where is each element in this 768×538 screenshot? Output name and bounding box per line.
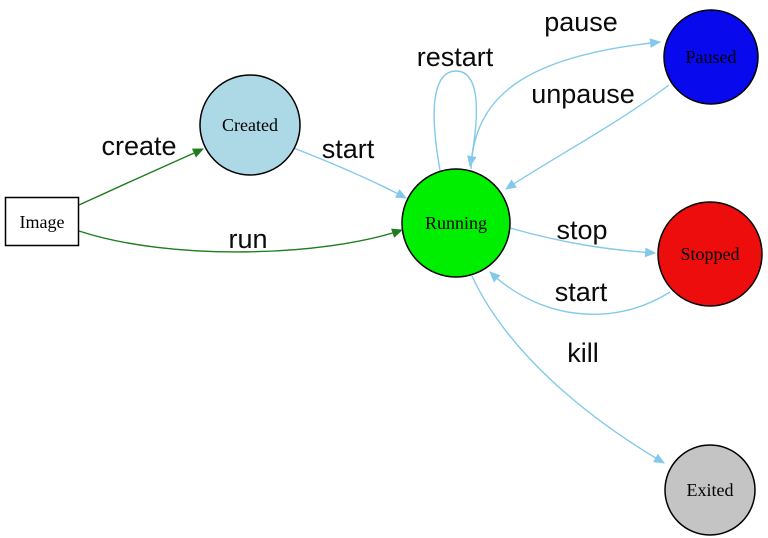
edge-create-label: create [101,131,176,161]
node-stopped-label: Stopped [680,244,739,264]
edge-stop-label: stop [556,215,607,245]
node-running-label: Running [425,213,487,233]
edge-pause-line [470,38,662,170]
node-exited-label: Exited [687,480,734,500]
edge-start-stopped-to-running: start [489,271,671,316]
edge-restart-label: restart [417,42,494,72]
edge-run: run [78,224,404,254]
edge-stop-line [509,227,657,258]
edge-kill-label: kill [567,338,599,368]
node-image: Image [4,196,80,247]
node-running-shape [401,168,511,278]
edge-restart-self-loop: restart [417,42,494,171]
node-created-label: Created [222,115,278,135]
node-image-shape [4,196,80,247]
node-paused-label: Paused [686,47,737,67]
edge-unpause-label: unpause [531,79,635,109]
edge-start-stopped-label: start [555,277,608,307]
node-created-shape [199,74,301,176]
edge-kill-line [471,275,665,464]
edge-unpause: unpause [505,79,670,190]
edge-start-created-to-running: start [290,134,407,199]
edge-stop: stop [509,215,657,258]
edge-start-stopped-line [489,271,671,316]
edge-start-created-line [290,146,407,199]
edge-pause: pause [470,7,662,170]
edge-create: create [78,131,205,206]
edge-run-label: run [228,224,267,254]
node-exited: Exited [664,444,756,536]
node-stopped: Stopped [657,201,763,307]
edge-restart-line [433,70,478,171]
node-paused: Paused [663,9,759,105]
node-exited-shape [664,444,756,536]
node-stopped-shape [657,201,763,307]
node-created: Created [199,74,301,176]
edge-kill: kill [471,275,665,464]
edge-pause-label: pause [544,7,618,37]
edge-start-created-label: start [322,134,375,164]
node-running: Running [401,168,511,278]
edge-create-line [78,148,205,206]
edge-unpause-line [505,84,670,190]
node-paused-shape [663,9,759,105]
node-image-label: Image [20,212,65,232]
edge-run-line [78,228,404,253]
